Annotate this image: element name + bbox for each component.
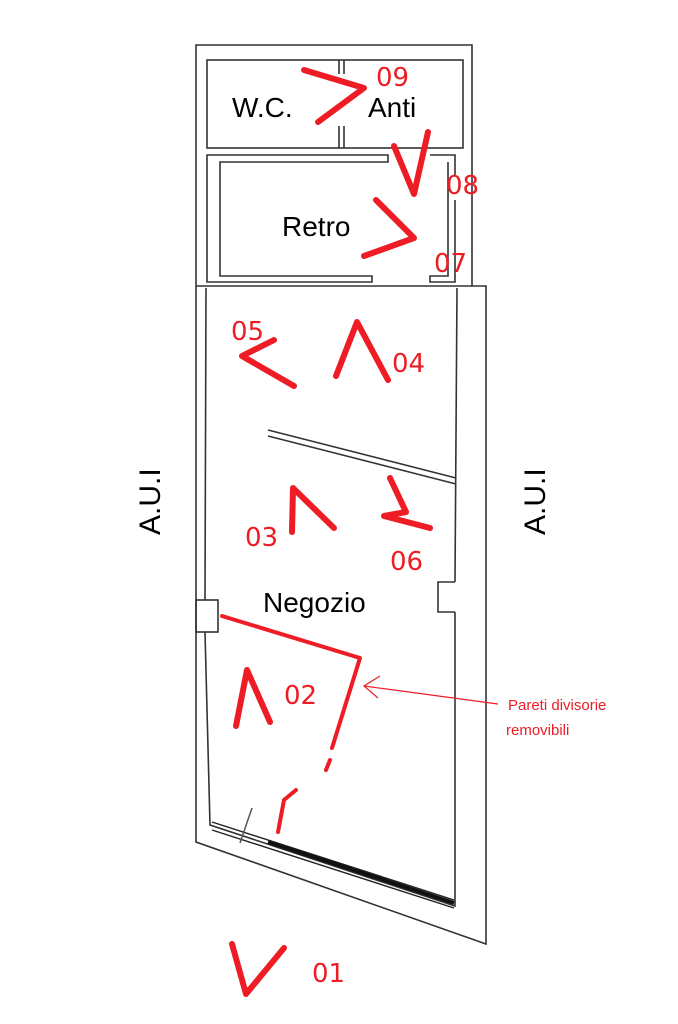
left-pillar xyxy=(195,599,219,633)
side-label-right: A.U.I xyxy=(519,468,552,535)
step-label-06: 06 xyxy=(390,547,423,577)
arrow-05 xyxy=(239,337,297,389)
step-label-03: 03 xyxy=(245,523,278,553)
annotation-line-2: removibili xyxy=(506,722,569,739)
arrow-06 xyxy=(381,475,433,531)
arrow-01 xyxy=(229,941,287,997)
path-arrows xyxy=(229,67,433,997)
step-label-09: 09 xyxy=(376,63,409,93)
step-label-01: 01 xyxy=(312,959,345,989)
side-label-left: A.U.I xyxy=(134,468,167,535)
annotation-line-1: Pareti divisorie xyxy=(508,697,606,714)
step-label-02: 02 xyxy=(284,681,317,711)
arrow-02 xyxy=(233,667,273,729)
room-label-negozio: Negozio xyxy=(263,587,366,618)
arrow-03 xyxy=(289,485,337,535)
step-label-08: 08 xyxy=(446,171,479,201)
room-label-anti: Anti xyxy=(368,92,416,123)
building-walls xyxy=(195,44,487,946)
removable-partitions xyxy=(220,614,362,834)
arrow-09 xyxy=(301,67,367,125)
arrow-07 xyxy=(361,197,417,259)
step-label-07: 07 xyxy=(434,249,467,279)
step-label-04: 04 xyxy=(392,349,425,379)
step-label-05: 05 xyxy=(231,317,264,347)
annotation-arrow xyxy=(362,675,499,705)
room-label-retro: Retro xyxy=(282,211,350,242)
room-label-wc: W.C. xyxy=(232,92,293,123)
arrow-08 xyxy=(391,129,431,197)
arrow-04 xyxy=(333,319,391,383)
